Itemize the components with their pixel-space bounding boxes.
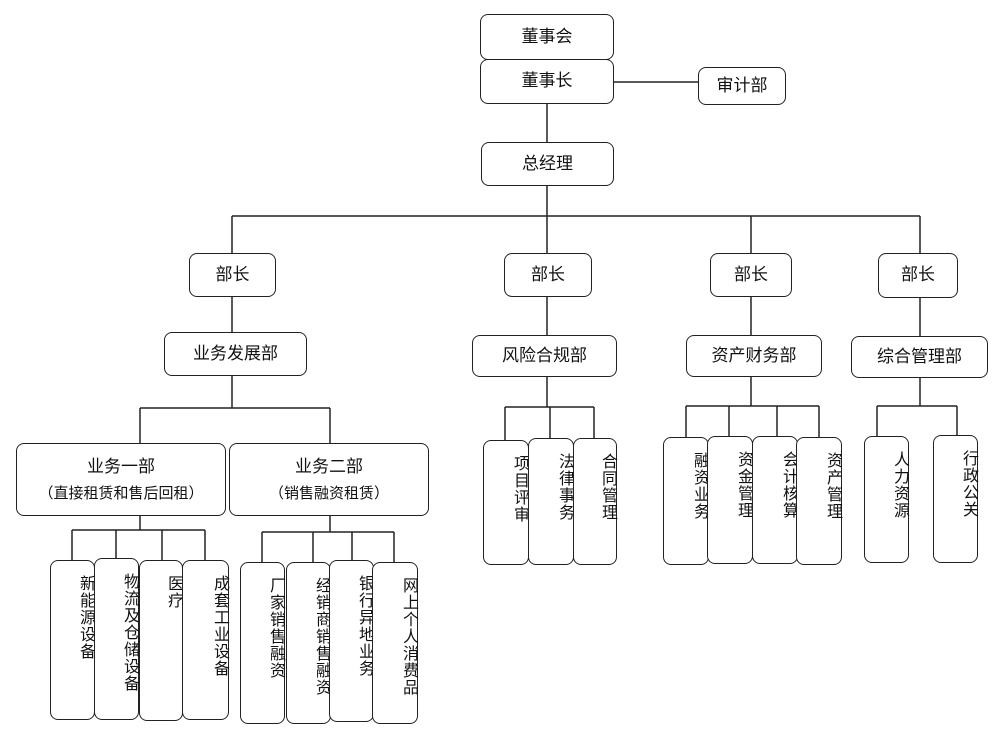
board-box: 董事会 [480, 14, 614, 60]
item-logistics: 物流及仓储设备 [94, 558, 140, 720]
item-accounting: 会计核算 [752, 436, 799, 564]
item-medical: 医疗 [139, 560, 184, 721]
unit-detail: （直接租赁和售后回租） [38, 483, 204, 502]
item-contract: 合同管理 [573, 438, 618, 565]
item-project-review: 项目评审 [483, 440, 530, 565]
item-online-consumer: 网上个人消费品 [372, 562, 419, 724]
item-fund-mgmt: 资金管理 [707, 436, 754, 564]
item-pr: 行政公关 [933, 435, 979, 563]
item-manufacturer-finance: 厂家销售融资 [240, 562, 286, 724]
unit-name: 业务一部 [87, 456, 155, 477]
dept-business: 业务发展部 [164, 332, 307, 376]
dept-admin: 综合管理部 [851, 336, 988, 378]
item-logistics-label: 物流及仓储设备 [121, 573, 140, 692]
item-asset-mgmt: 资产管理 [796, 437, 843, 565]
dept-finance: 资产财务部 [686, 335, 822, 377]
item-bank-remote: 银行异地业务 [329, 560, 375, 722]
item-hr: 人力资源 [864, 436, 910, 563]
item-industrial: 成套工业设备 [182, 560, 230, 720]
item-financing: 融资业务 [663, 437, 710, 565]
minister-box-business: 部长 [189, 253, 276, 297]
chairman-box: 董事长 [480, 59, 614, 104]
minister-box-admin: 部长 [878, 253, 958, 298]
gm-box: 总经理 [481, 142, 614, 186]
dept-risk: 风险合规部 [472, 335, 617, 377]
item-new-energy: 新能源设备 [50, 560, 96, 720]
item-dealer-finance: 经销商销售融资 [286, 562, 332, 724]
item-legal: 法律事务 [528, 438, 575, 565]
business-unit-1: 业务一部 （直接租赁和售后回租） [16, 443, 226, 516]
unit-name: 业务二部 [295, 456, 363, 477]
audit-box: 审计部 [698, 67, 786, 105]
unit-detail: （销售融资租赁） [268, 483, 389, 502]
minister-box-risk: 部长 [504, 253, 592, 297]
business-unit-2: 业务二部 （销售融资租赁） [229, 443, 429, 516]
minister-box-finance: 部长 [710, 253, 792, 297]
